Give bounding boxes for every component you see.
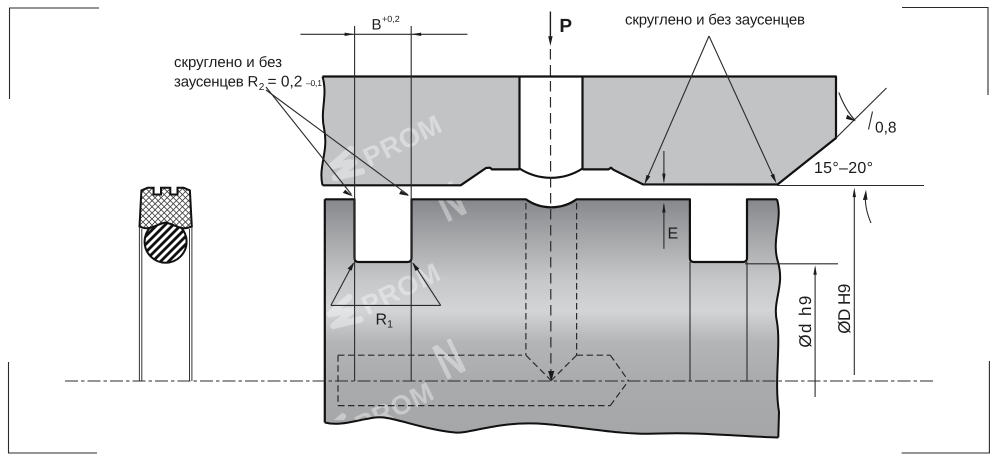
svg-text:= 0,2: = 0,2 <box>268 74 303 91</box>
svg-text:Ød h9: Ød h9 <box>796 296 815 348</box>
svg-text:ØD H9: ØD H9 <box>835 284 854 334</box>
svg-text:–0,1: –0,1 <box>306 78 322 88</box>
svg-text:0,8: 0,8 <box>875 120 897 137</box>
svg-text:скруглено и без заусенцев: скруглено и без заусенцев <box>625 12 805 29</box>
svg-text:заусенцев R: заусенцев R <box>174 74 259 91</box>
svg-text:E: E <box>668 226 679 243</box>
svg-text:скруглено и без: скруглено и без <box>174 54 282 71</box>
svg-text:P: P <box>559 16 572 37</box>
svg-text:B: B <box>372 16 382 33</box>
svg-text:+0,2: +0,2 <box>382 14 400 24</box>
svg-text:2: 2 <box>259 82 265 93</box>
svg-text:15°–20°: 15°–20° <box>814 160 873 177</box>
